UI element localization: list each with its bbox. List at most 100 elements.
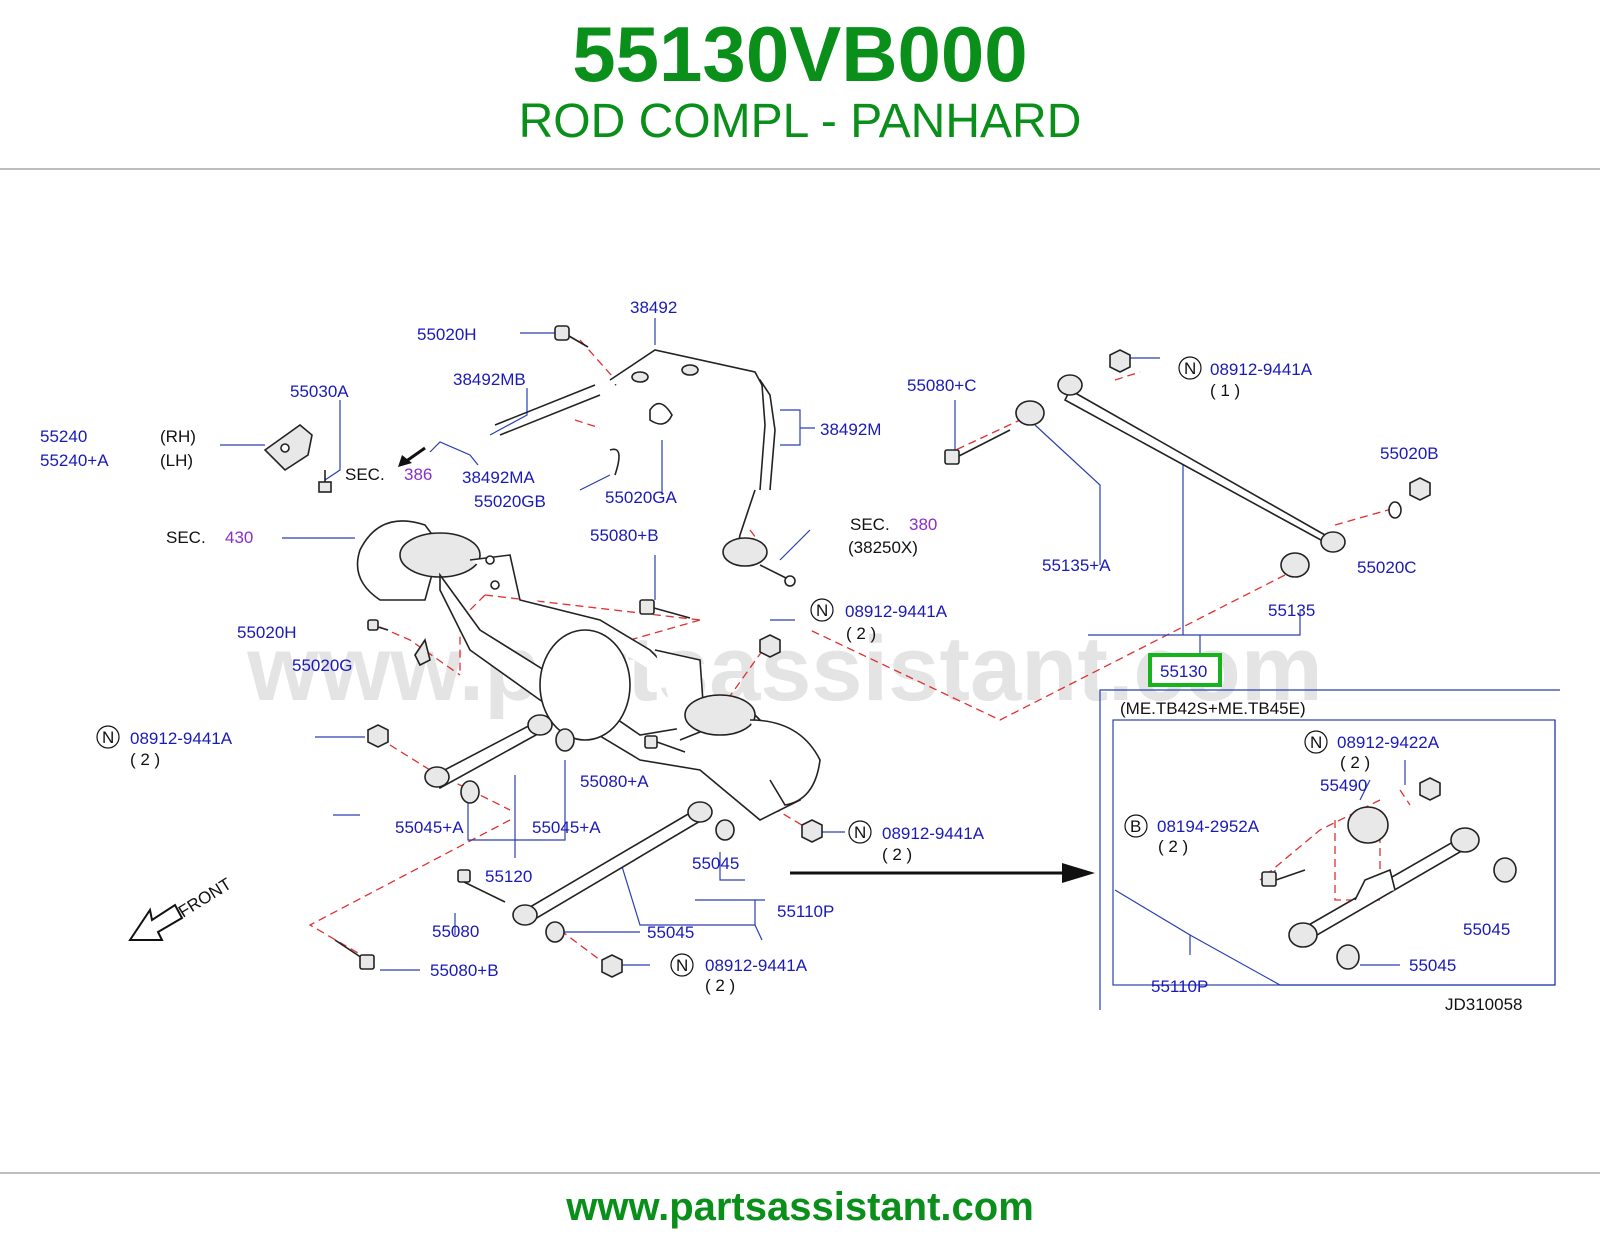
part-labels: 38492 55020H 38492MB 55030A 55240 (RH) 5… [40,298,1523,1014]
label-55020g[interactable]: 55020G [292,656,353,675]
n-letter: N [816,601,828,620]
label-55080b-mid[interactable]: 55080+B [590,526,659,545]
link-sec-430[interactable]: 430 [225,528,253,547]
label-55045-mid[interactable]: 55045 [692,854,739,873]
label-55045-low[interactable]: 55045 [647,923,694,942]
nut-08912-left-drawing [367,724,389,748]
label-55030a[interactable]: 55030A [290,382,349,401]
label-55045-inset-2[interactable]: 55045 [1409,956,1456,975]
bushing-55045-mid-drawing [715,819,735,841]
part-name-subtitle: ROD COMPL - PANHARD [518,95,1082,148]
label-08912-9441a-mid[interactable]: 08912-9441A [845,602,948,621]
label-08912-9422a[interactable]: 08912-9422A [1337,733,1440,752]
label-38492mb[interactable]: 38492MB [453,370,526,389]
label-55045-inset-1[interactable]: 55045 [1463,920,1510,939]
label-08912-9441a-top[interactable]: 08912-9441A [1210,360,1313,379]
bushing-55135a-drawing [1015,400,1045,426]
b-letter: B [1130,817,1141,836]
label-55020c[interactable]: 55020C [1357,558,1417,577]
qty-08912-mid: ( 2 ) [846,624,876,643]
label-sec380: SEC. [850,515,890,534]
qty-08912-left: ( 2 ) [130,750,160,769]
n-letter: N [1310,733,1322,752]
inset-frame-inner [1112,719,1556,986]
label-sec430: SEC. [166,528,206,547]
qty-08912-top: ( 1 ) [1210,381,1240,400]
label-55080[interactable]: 55080 [432,922,479,941]
diagram-code: JD310058 [1445,995,1523,1014]
label-55130-highlighted[interactable]: 55130 [1160,662,1207,681]
n-letter: N [1184,359,1196,378]
axle-housing-drawing [356,520,821,821]
label-55020b[interactable]: 55020B [1380,444,1439,463]
washer-55020c-drawing [1388,501,1402,519]
bracket-55240-drawing [263,423,332,493]
label-55020h-top[interactable]: 55020H [417,325,477,344]
label-55045a-left[interactable]: 55045+A [395,818,464,837]
label-08912-9441a-right[interactable]: 08912-9441A [882,824,985,843]
n-circle-icon [1304,730,1328,754]
label-38492[interactable]: 38492 [630,298,677,317]
label-55020ga[interactable]: 55020GA [605,488,677,507]
label-55045a-right[interactable]: 55045+A [532,818,601,837]
clip-55020ga-drawing [649,402,673,425]
label-55110p-inset[interactable]: 55110P [1151,977,1208,996]
sec386-arrowhead-icon [398,455,412,467]
nut-08912-mid-drawing [759,634,781,658]
inset-bushing-55490-drawing [1347,806,1389,844]
front-label: FRONT [175,874,235,921]
label-55490[interactable]: 55490 [1320,776,1367,795]
nut-08912-top-drawing [1109,349,1131,373]
bolt-55020h-mid-drawing [367,619,389,631]
page-header: 55130VB000 ROD COMPL - PANHARD [0,0,1600,168]
label-55080b-low[interactable]: 55080+B [430,961,499,980]
qty-08194-2952a: ( 2 ) [1158,837,1188,856]
label-55240a[interactable]: 55240+A [40,451,109,470]
parts-diagram: www.partsassistant.com [0,180,1600,1170]
bolt-55080a-drawing [644,735,686,753]
bolt-55080b-mid-drawing [639,599,691,619]
inset-bushing-55045-1-drawing [1493,857,1517,883]
label-55135a[interactable]: 55135+A [1042,556,1111,575]
front-arrow-icon [128,903,184,941]
qty-08912-low: ( 2 ) [705,976,735,995]
inset-bolt-08194-drawing [1261,869,1306,887]
label-55120[interactable]: 55120 [485,867,532,886]
b-circle-icon [1124,814,1148,838]
bushing-55045a-right-drawing [555,728,575,752]
label-38492m[interactable]: 38492M [820,420,881,439]
label-sec386: SEC. [345,465,385,484]
part-number-title: 55130VB000 [572,10,1028,98]
label-55020h-mid[interactable]: 55020H [237,623,297,642]
label-55110p[interactable]: 55110P [777,902,834,921]
label-08912-9441a-low[interactable]: 08912-9441A [705,956,808,975]
bolt-55080c-drawing [944,429,1011,465]
label-55240[interactable]: 55240 [40,427,87,446]
link-sec-380[interactable]: 380 [909,515,937,534]
label-08912-9441a-left[interactable]: 08912-9441A [130,729,233,748]
inset-nut-08912-drawing [1419,777,1441,801]
label-38250x: (38250X) [848,538,918,557]
sec386-arrow-icon [404,446,426,464]
sensor-38250x-drawing [722,537,796,587]
footer-url-link[interactable]: www.partsassistant.com [566,1185,1034,1229]
label-55080c[interactable]: 55080+C [907,376,976,395]
n-circle-icon [848,820,872,844]
label-55135[interactable]: 55135 [1268,601,1315,620]
label-55080a[interactable]: 55080+A [580,772,649,791]
nut-55020b-drawing [1409,477,1431,501]
label-rh: (RH) [160,427,196,446]
label-55020gb[interactable]: 55020GB [474,492,546,511]
inset-frame-outer [1099,689,1560,1010]
bolt-55080b-low-drawing [334,939,375,970]
lower-link-55110p-drawing [512,801,713,926]
qty-08912-9422a: ( 2 ) [1340,753,1370,772]
bracket-55020g-drawing [414,638,431,667]
qty-08912-right: ( 2 ) [882,845,912,864]
upper-link-55120-drawing [424,714,553,790]
link-sec-386[interactable]: 386 [404,465,432,484]
label-38492ma[interactable]: 38492MA [462,468,535,487]
n-letter: N [854,823,866,842]
label-08194-2952a[interactable]: 08194-2952A [1157,817,1260,836]
n-circle-icon [810,598,834,622]
